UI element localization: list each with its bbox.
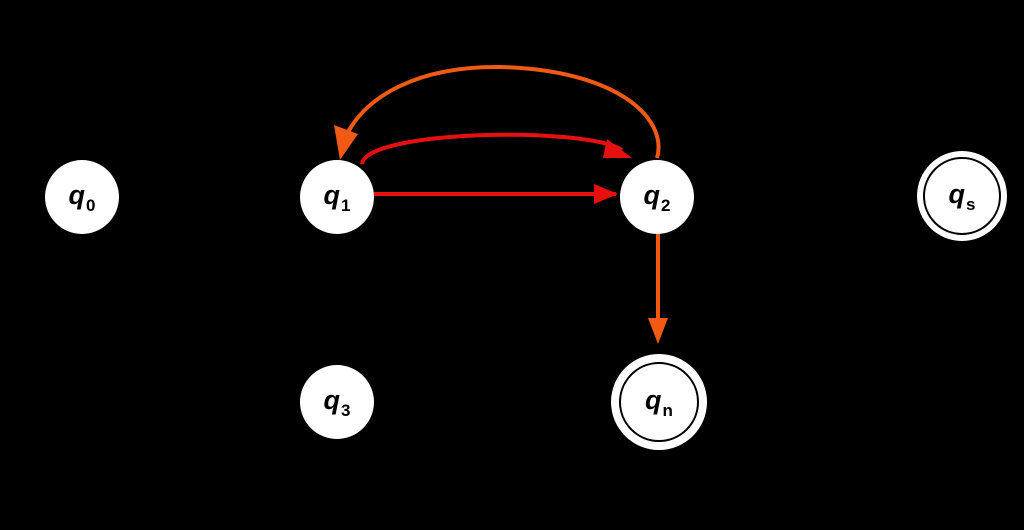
state-qn-accepting: qn — [611, 354, 707, 450]
state-qs-accepting: qs — [917, 151, 1007, 241]
state-q2-label: q2 — [643, 179, 671, 215]
state-qn-label: qn — [645, 384, 673, 420]
accepting-ring-qn — [619, 362, 699, 442]
state-q3-label: q3 — [323, 384, 351, 420]
edge-q1-q2-curved — [360, 132, 624, 165]
state-q0-label: q0 — [68, 179, 96, 215]
state-q0: q0 — [45, 160, 119, 234]
state-q3: q3 — [300, 365, 374, 439]
edge-q2-q1-arc — [343, 64, 661, 159]
state-q1-label: q1 — [323, 179, 351, 215]
accepting-ring-qs — [923, 157, 1001, 235]
arrowhead-q2-q1-arc — [334, 125, 358, 160]
state-q2: q2 — [620, 160, 694, 234]
arrowhead-q1-q2-straight — [594, 184, 618, 204]
state-qs-label: qs — [948, 178, 976, 214]
arrowhead-q2-qn — [648, 318, 668, 344]
state-q1: q1 — [300, 160, 374, 234]
arrowhead-q1-q2-curved — [603, 139, 632, 158]
